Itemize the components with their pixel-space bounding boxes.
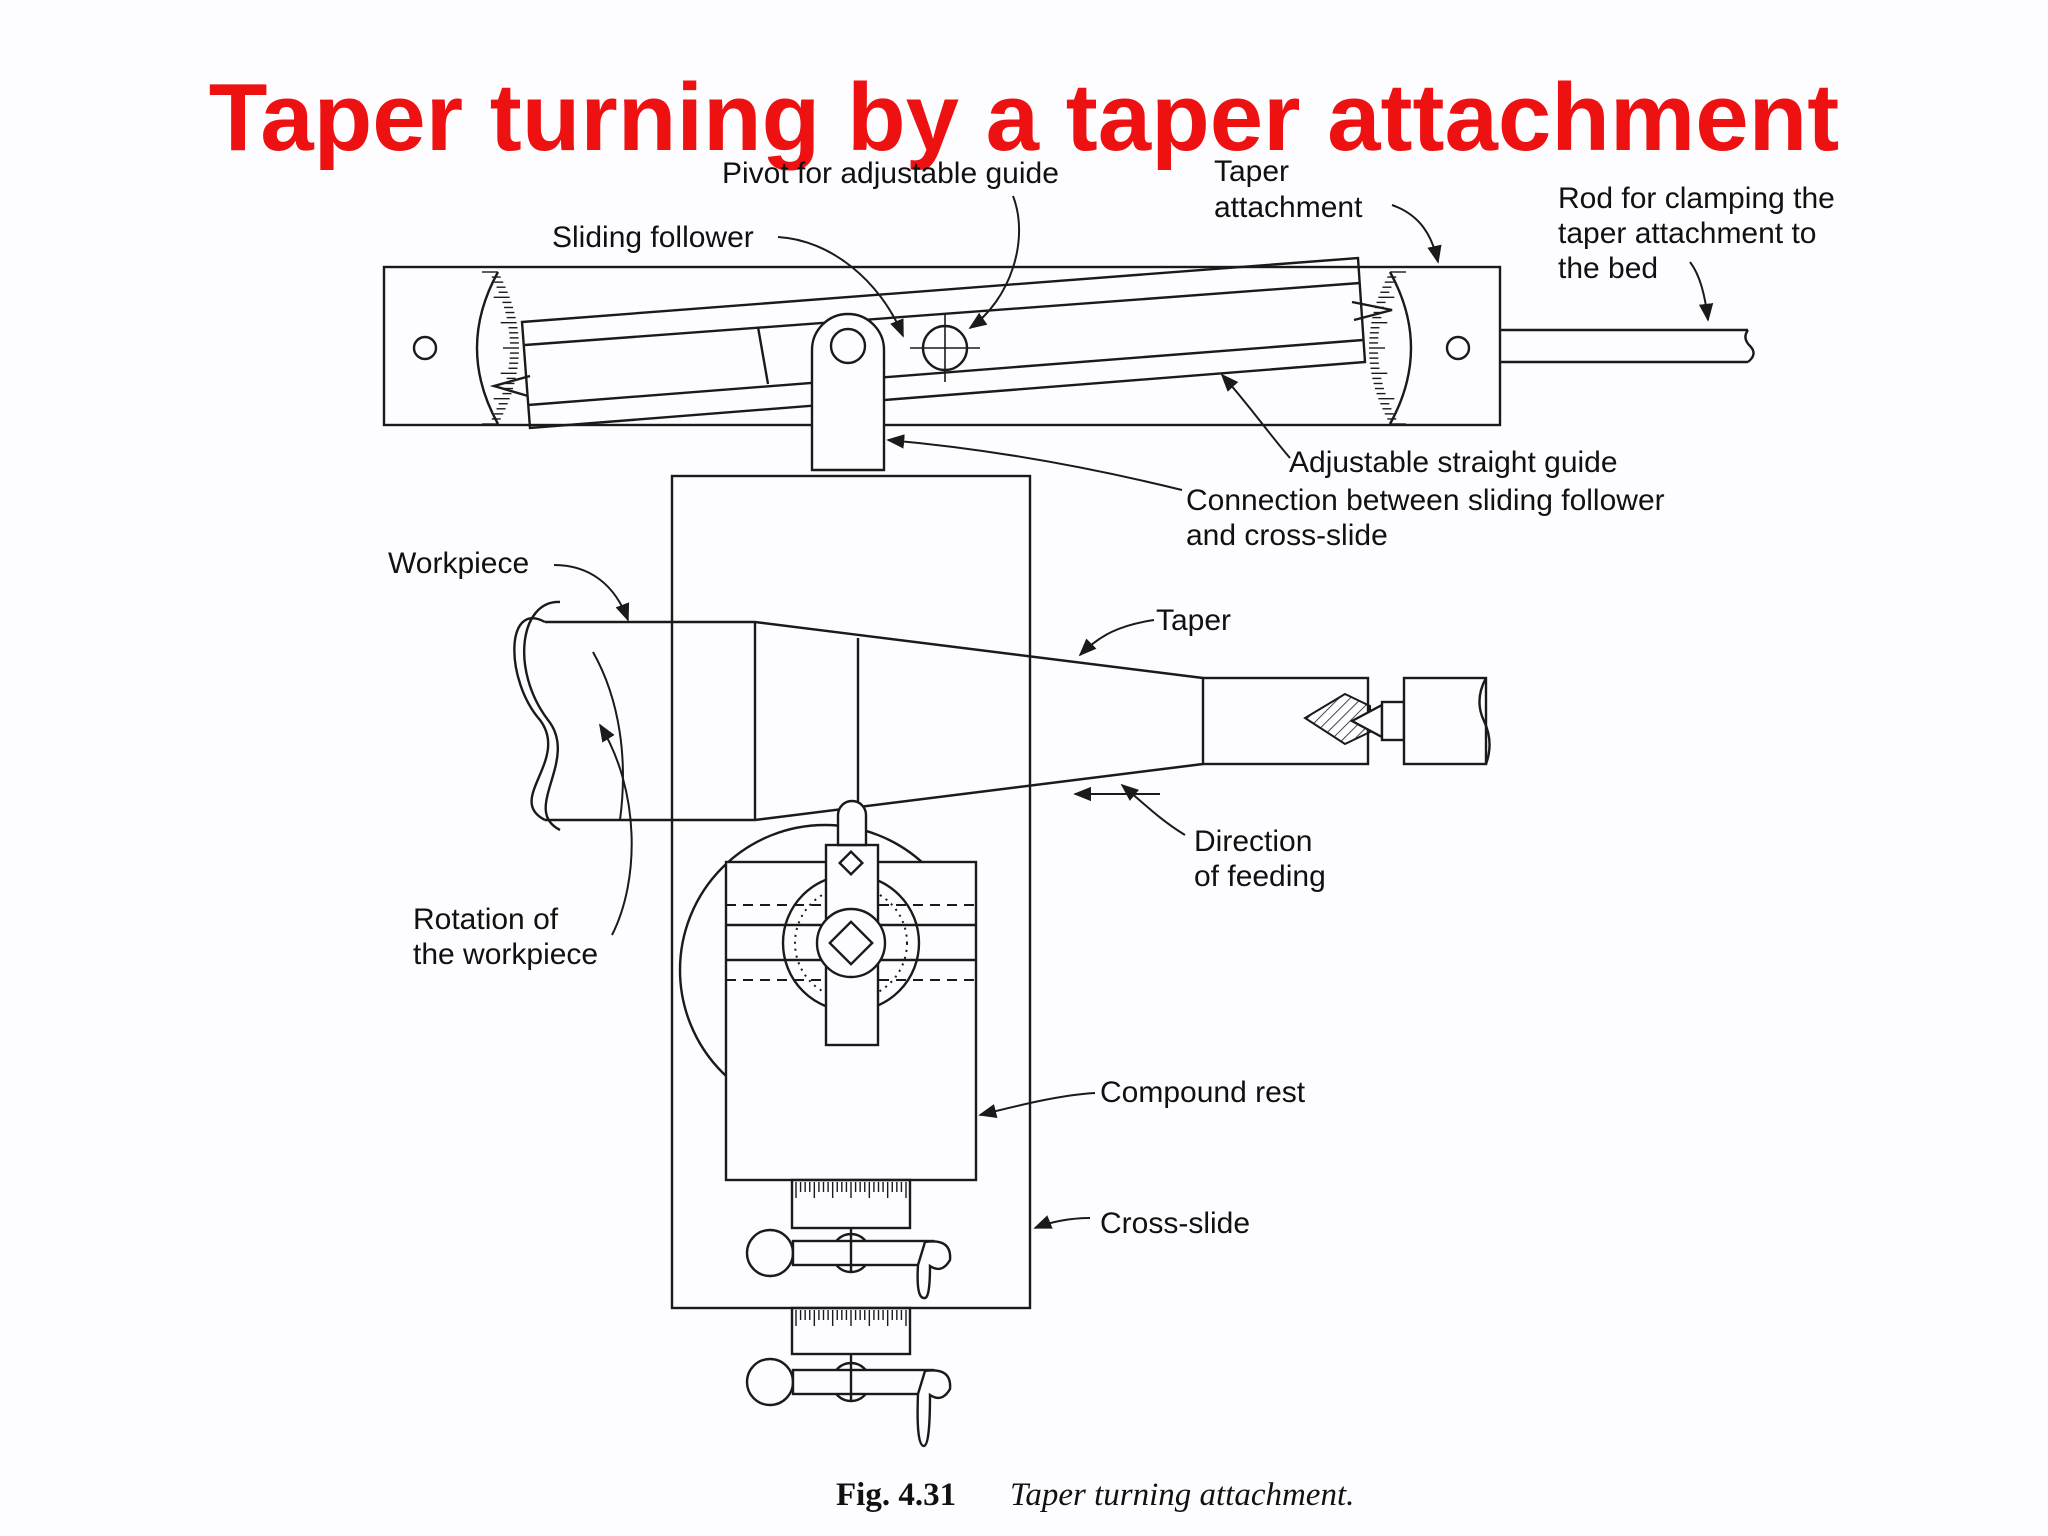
leader-lines xyxy=(553,195,1714,1229)
taper-attachment-bar xyxy=(382,265,1502,427)
label-workpiece: Workpiece xyxy=(388,547,529,580)
label-direction-2: of feeding xyxy=(1194,860,1326,893)
pivot xyxy=(910,314,980,382)
label-taper-attachment-2: attachment xyxy=(1214,191,1363,224)
label-connection-1: Connection between sliding follower xyxy=(1186,484,1665,517)
label-sliding-follower: Sliding follower xyxy=(552,221,754,254)
figure-caption: Taper turning attachment. xyxy=(1010,1477,1354,1513)
compound-handle xyxy=(745,1228,952,1300)
cross-slide-handle xyxy=(745,1354,952,1448)
label-direction-1: Direction xyxy=(1194,825,1312,858)
clamping-rod xyxy=(1500,328,1755,364)
adjustable-straight-guide xyxy=(520,256,1367,430)
label-taper-attachment-1: Taper xyxy=(1214,155,1289,188)
label-rod-1: Rod for clamping the xyxy=(1558,182,1835,215)
label-rotation-1: Rotation of xyxy=(413,903,559,936)
connection-block xyxy=(810,312,886,472)
workpiece xyxy=(513,600,1491,832)
compound-rest xyxy=(678,799,978,1448)
label-rod-3: the bed xyxy=(1558,252,1658,285)
label-rod-2: taper attachment to xyxy=(1558,217,1817,250)
label-compound-rest: Compound rest xyxy=(1100,1076,1306,1109)
label-connection-2: and cross-slide xyxy=(1186,519,1388,552)
label-adjustable-guide: Adjustable straight guide xyxy=(1289,446,1618,479)
label-rotation-2: the workpiece xyxy=(413,938,598,971)
label-pivot: Pivot for adjustable guide xyxy=(722,157,1059,190)
label-cross-slide: Cross-slide xyxy=(1100,1207,1250,1240)
label-taper: Taper xyxy=(1156,604,1231,637)
figure-number: Fig. 4.31 xyxy=(836,1477,956,1513)
slide-title: Taper turning by a taper attachment xyxy=(208,64,1840,171)
